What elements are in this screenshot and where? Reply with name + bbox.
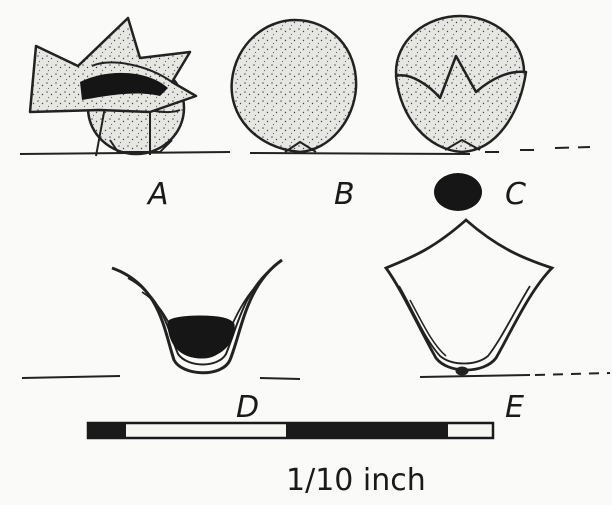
label-a: A (148, 180, 169, 210)
label-b: B (334, 180, 355, 210)
specimen-a (30, 18, 196, 156)
label-e: E (505, 393, 524, 423)
specimen-e (386, 220, 552, 375)
scale-bar (88, 423, 493, 438)
label-d: D (236, 393, 259, 423)
ground-line-bottom (22, 373, 610, 379)
specimen-b (232, 20, 356, 152)
scale-bar-label: 1/10 inch (286, 466, 426, 496)
specimen-d (112, 260, 282, 373)
label-c: C (505, 180, 526, 210)
